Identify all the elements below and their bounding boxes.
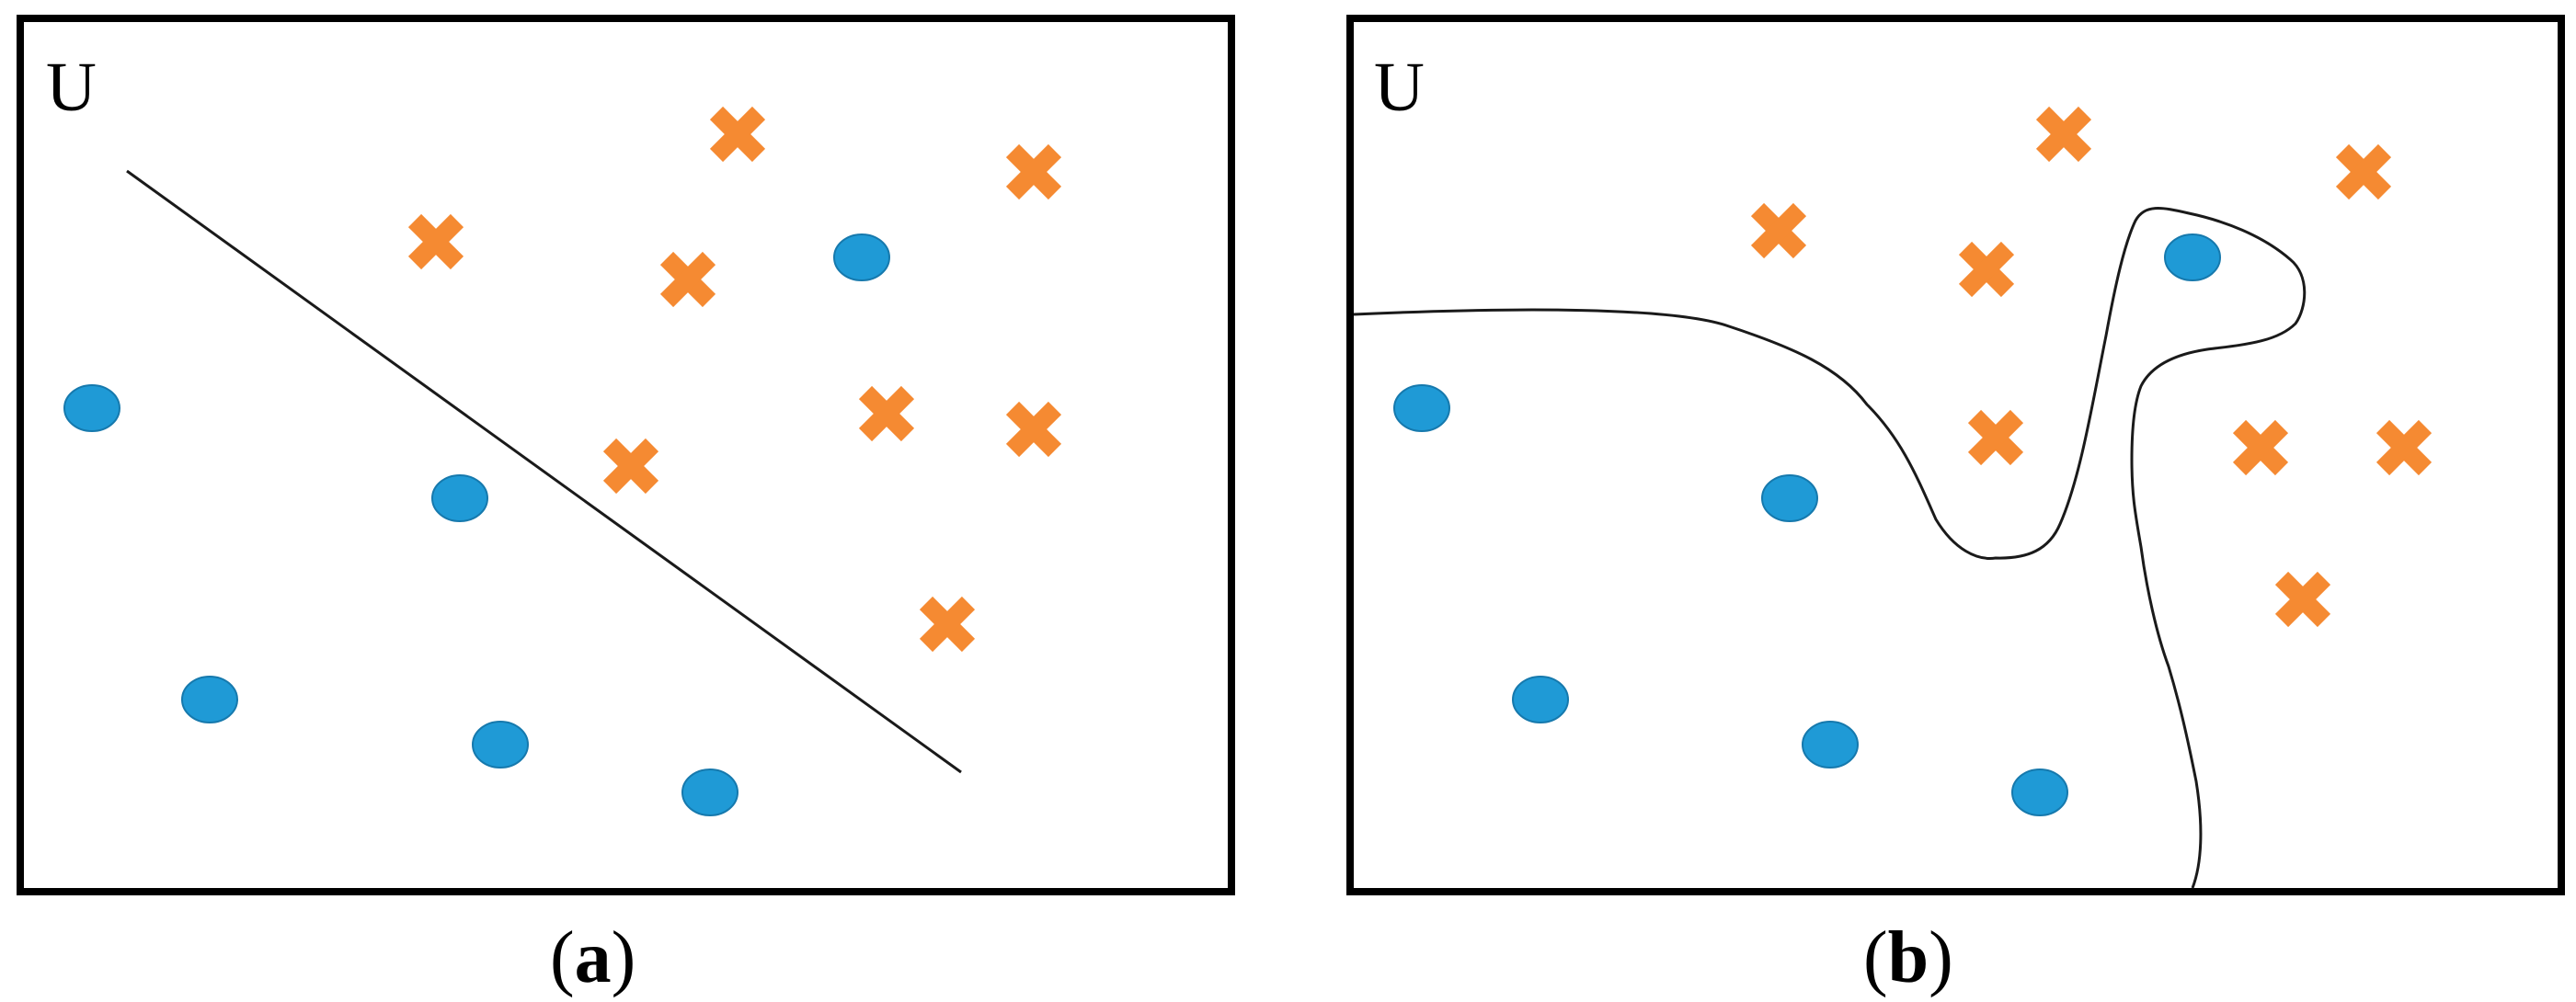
panel-b-circle-icon-3 [1512, 676, 1569, 723]
panel-b-marks [1393, 106, 2433, 816]
panel-b-cross-icon-2-stroke-2 [1958, 241, 2015, 298]
panel-b-cross-icon-7 [2376, 419, 2433, 476]
panel-b-caption: (b) [1863, 917, 1953, 998]
panel-b-cross-icon-8-stroke-2 [2274, 571, 2331, 628]
panel-b-cross-icon-4-stroke-2 [2335, 143, 2392, 200]
panel-b-caption-letter: b [1888, 917, 1929, 998]
panel-b-cross-icon-5 [1967, 409, 2024, 466]
panel-b-caption-open: ( [1863, 917, 1888, 998]
panel-a-circle-icon-2 [431, 474, 488, 522]
panel-a-cross-icon-8-stroke-2 [919, 596, 976, 653]
panel-b-cross-icon-1-stroke-2 [1750, 202, 1807, 259]
panel-b-cross-icon-4 [2335, 143, 2392, 200]
panel-b-circle-icon-5 [2011, 769, 2068, 816]
panel-b-set-label: U [1374, 49, 1425, 126]
panel-a-caption: (a) [550, 917, 635, 998]
panel-b-cross-icon-8 [2274, 571, 2331, 628]
panel-a-cross-icon-4 [1005, 143, 1062, 200]
panel-b-circle-icon-2 [1761, 474, 1818, 522]
panel-a-circle-icon-1 [63, 384, 120, 432]
panel-b-cross-icon-3 [2035, 106, 2092, 163]
panel-a-cross-icon-8 [919, 596, 976, 653]
panel-b-circle-icon-1 [1393, 384, 1450, 432]
panel-a-circle-icon-3 [181, 676, 238, 723]
panel-a-cross-icon-6-stroke-2 [858, 385, 915, 442]
panel-a-cross-icon-4-stroke-2 [1005, 143, 1062, 200]
panel-b-cross-icon-1 [1750, 202, 1807, 259]
panel-a-cross-icon-2 [659, 251, 716, 308]
panel-a-set-label: U [46, 49, 97, 126]
panel-a-cross-icon-1-stroke-2 [407, 213, 464, 270]
panel-b-decision-boundary [1353, 207, 2307, 889]
panel-a-circle-icon-6 [833, 233, 890, 281]
panel-a-decision-boundary [126, 169, 962, 774]
panel-b-cross-icon-2 [1958, 241, 2015, 298]
panel-a-cross-icon-7 [1005, 401, 1062, 458]
panel-b-cross-icon-6 [2232, 419, 2289, 476]
panel-a-cross-icon-6 [858, 385, 915, 442]
panel-a-cross-icon-3-stroke-2 [709, 106, 766, 163]
panel-a-cross-icon-1 [407, 213, 464, 270]
panel-a-caption-open: ( [550, 917, 575, 998]
panel-a-cross-icon-5 [602, 438, 659, 495]
panel-a-caption-letter: a [575, 917, 612, 998]
panel-b-cross-icon-3-stroke-2 [2035, 106, 2092, 163]
panel-a-cross-icon-5-stroke-2 [602, 438, 659, 495]
panel-b-caption-close: ) [1929, 917, 1953, 998]
panel-a-cross-icon-2-stroke-2 [659, 251, 716, 308]
panel-b-cross-icon-5-stroke-2 [1967, 409, 2024, 466]
panel-b: U (b) [1346, 15, 2565, 998]
panel-b-circle-icon-6 [2164, 233, 2221, 281]
panel-b-circle-icon-4 [1802, 721, 1859, 769]
panel-a-cross-icon-7-stroke-2 [1005, 401, 1062, 458]
panel-b-cross-icon-7-stroke-2 [2376, 419, 2433, 476]
panel-a-marks [63, 106, 1062, 816]
panel-a: U (a) [17, 15, 1235, 998]
panel-a-cross-icon-3 [709, 106, 766, 163]
panel-a-caption-close: ) [612, 917, 636, 998]
panel-b-cross-icon-6-stroke-2 [2232, 419, 2289, 476]
panel-a-circle-icon-5 [681, 769, 738, 816]
panel-a-circle-icon-4 [472, 721, 529, 769]
